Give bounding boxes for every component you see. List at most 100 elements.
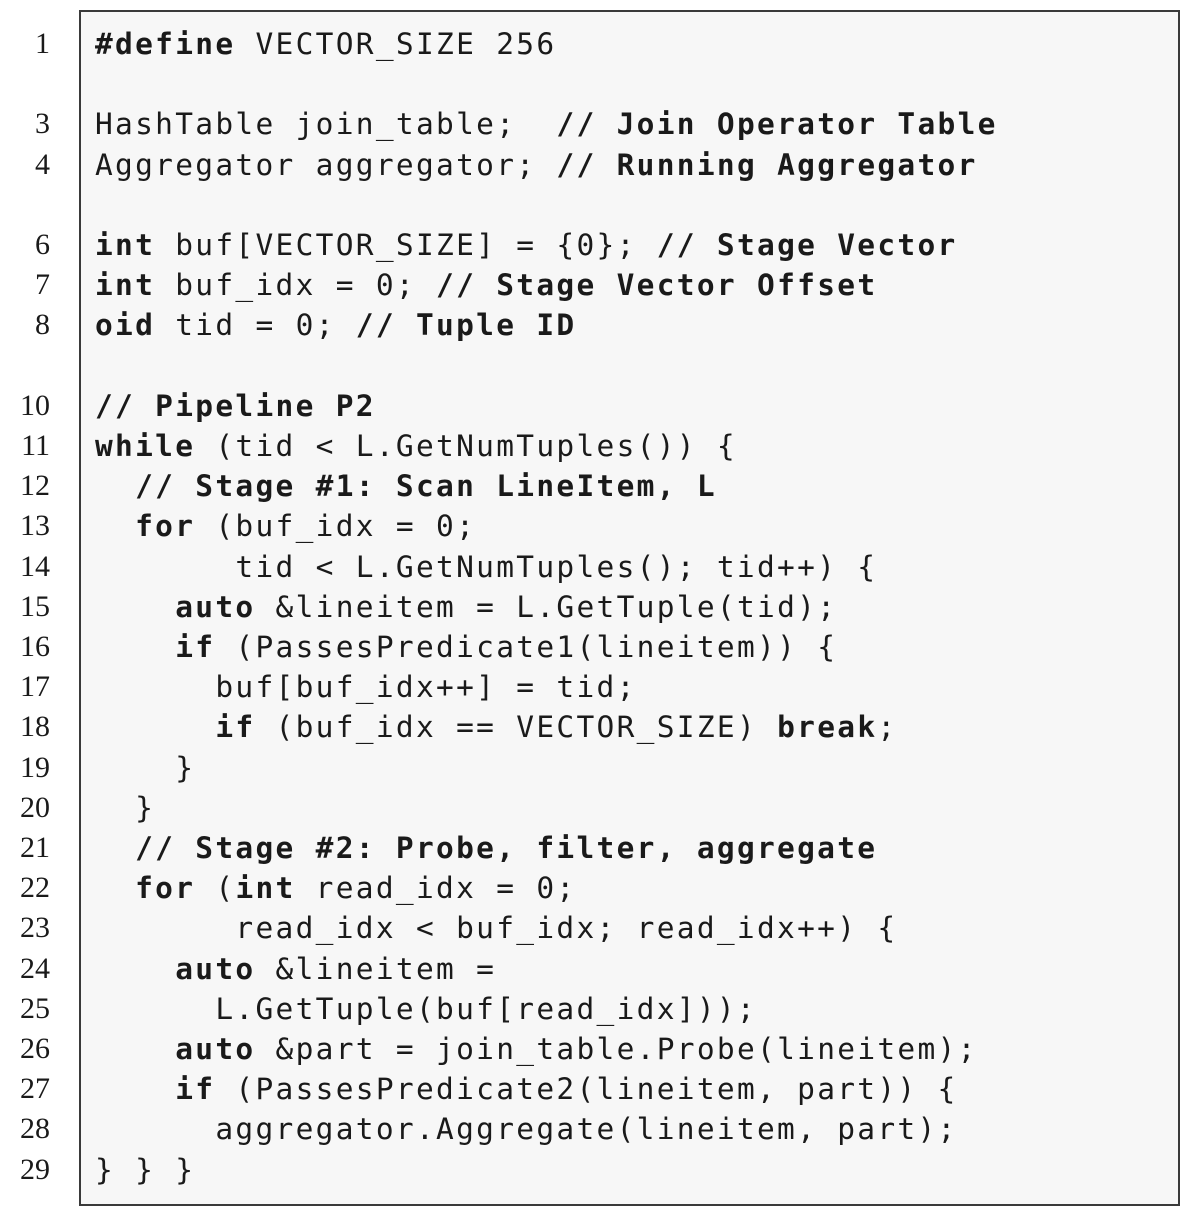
code-comment: // Stage #2: Probe, filter, aggregate	[135, 831, 878, 865]
code-token	[95, 630, 175, 664]
code-token: HashTable join_table;	[95, 107, 557, 142]
code-keyword: break	[777, 710, 878, 745]
code-token: read_idx < buf_idx; read_idx++) {	[95, 911, 898, 946]
code-token: (PassesPredicate1(lineitem)) {	[215, 630, 838, 664]
code-comment: // Running Aggregator	[556, 147, 978, 182]
code-line: 13 for (buf_idx = 0;	[0, 506, 1200, 546]
code-comment: // Stage #1: Scan LineItem, L	[135, 469, 717, 504]
line-number: 6	[35, 228, 50, 261]
line-number: 19	[20, 750, 50, 784]
code-text: #define VECTOR_SIZE 256	[95, 24, 556, 64]
code-line: 10 // Pipeline P2	[0, 386, 1200, 426]
code-text: HashTable join_table; // Join Operator T…	[95, 104, 998, 144]
code-token	[95, 831, 135, 865]
code-line: 22 for (int read_idx = 0;	[0, 868, 1200, 908]
line-number: 24	[20, 951, 50, 985]
code-token	[95, 590, 175, 624]
code-token: tid = 0;	[155, 308, 356, 343]
line-number: 15	[20, 589, 50, 623]
code-line: 26 auto &part = join_table.Probe(lineite…	[0, 1029, 1200, 1069]
code-line: 21 // Stage #2: Probe, filter, aggregate	[0, 828, 1200, 868]
line-number: 10	[20, 388, 50, 422]
code-text: read_idx < buf_idx; read_idx++) {	[95, 908, 897, 948]
code-token: Aggregator aggregator;	[95, 147, 557, 182]
code-text: auto &lineitem =	[95, 949, 496, 989]
code-comment: // Stage Vector	[656, 228, 958, 262]
line-number: 14	[20, 549, 50, 583]
line-number: 7	[35, 268, 50, 302]
line-number: 25	[20, 991, 50, 1025]
code-keyword: int	[95, 228, 156, 262]
code-token: &lineitem =	[255, 951, 497, 986]
code-line: 27 if (PassesPredicate2(lineitem, part))…	[0, 1069, 1200, 1109]
code-line: 14 tid < L.GetNumTuples(); tid++) {	[0, 547, 1200, 587]
code-keyword: auto	[175, 951, 256, 986]
code-text: auto &lineitem = L.GetTuple(tid);	[95, 587, 837, 627]
code-text: if (PassesPredicate1(lineitem)) {	[95, 627, 837, 667]
code-token: (buf_idx == VECTOR_SIZE)	[255, 710, 778, 745]
code-comment: // Pipeline P2	[95, 388, 376, 423]
code-text: L.GetTuple(buf[read_idx]));	[95, 989, 757, 1029]
code-text: } } }	[95, 1150, 195, 1190]
line-number: 12	[20, 469, 50, 503]
code-token: (tid < L.GetNumTuples()) {	[195, 429, 737, 463]
code-keyword: if	[175, 1072, 216, 1107]
line-number: 28	[20, 1112, 50, 1146]
code-token: VECTOR_SIZE 256	[235, 27, 557, 61]
code-line: 23 read_idx < buf_idx; read_idx++) {	[0, 908, 1200, 948]
code-token	[95, 871, 135, 905]
code-keyword: if	[175, 630, 216, 664]
code-line: 11 while (tid < L.GetNumTuples()) {	[0, 426, 1200, 466]
code-keyword: while	[95, 429, 196, 463]
code-keyword: for	[135, 509, 196, 544]
code-text: }	[95, 788, 155, 828]
code-text: // Stage #1: Scan LineItem, L	[95, 466, 717, 506]
code-line: 16 if (PassesPredicate1(lineitem)) {	[0, 627, 1200, 667]
code-keyword: #define	[95, 27, 236, 61]
code-line: 20 }	[0, 788, 1200, 828]
line-number: 27	[20, 1072, 50, 1106]
code-token: }	[95, 790, 156, 825]
code-token	[95, 1072, 175, 1106]
code-token: (buf_idx = 0;	[195, 509, 477, 544]
line-number: 21	[20, 831, 50, 864]
line-number: 29	[20, 1152, 50, 1186]
code-keyword: for	[135, 871, 196, 906]
line-number: 22	[20, 871, 50, 905]
code-line: 18 if (buf_idx == VECTOR_SIZE) break;	[0, 707, 1200, 747]
line-number: 23	[20, 911, 50, 945]
code-keyword: oid	[95, 308, 156, 343]
code-token: tid < L.GetNumTuples(); tid++) {	[95, 549, 878, 584]
code-line: 15 auto &lineitem = L.GetTuple(tid);	[0, 587, 1200, 627]
code-token: ;	[877, 710, 898, 745]
code-line: 28 aggregator.Aggregate(lineitem, part);	[0, 1109, 1200, 1149]
line-number: 18	[20, 710, 50, 744]
code-line: 7 int buf_idx = 0; // Stage Vector Offset	[0, 265, 1200, 305]
code-line: 24 auto &lineitem =	[0, 949, 1200, 989]
code-text: // Pipeline P2	[95, 386, 376, 426]
code-token: &lineitem = L.GetTuple(tid);	[255, 589, 838, 624]
code-token: buf_idx = 0;	[155, 268, 437, 303]
code-text: auto &part = join_table.Probe(lineitem);	[95, 1029, 978, 1069]
line-number: 11	[21, 429, 50, 462]
code-keyword: int	[95, 268, 156, 303]
code-text: buf[buf_idx++] = tid;	[95, 667, 637, 707]
code-text: }	[95, 748, 195, 788]
line-number: 13	[20, 509, 50, 543]
code-text: oid tid = 0; // Tuple ID	[95, 305, 576, 345]
line-number: 17	[20, 670, 50, 704]
code-text: int buf_idx = 0; // Stage Vector Offset	[95, 265, 877, 305]
code-token	[95, 509, 135, 543]
code-token: (	[195, 871, 236, 906]
code-token: (PassesPredicate2(lineitem, part)) {	[215, 1072, 958, 1107]
code-text: aggregator.Aggregate(lineitem, part);	[95, 1109, 958, 1149]
code-comment: // Stage Vector Offset	[436, 268, 878, 303]
code-line: 29 } } }	[0, 1150, 1200, 1190]
code-token	[95, 469, 135, 503]
code-token	[95, 1032, 175, 1066]
line-number: 4	[35, 147, 50, 181]
